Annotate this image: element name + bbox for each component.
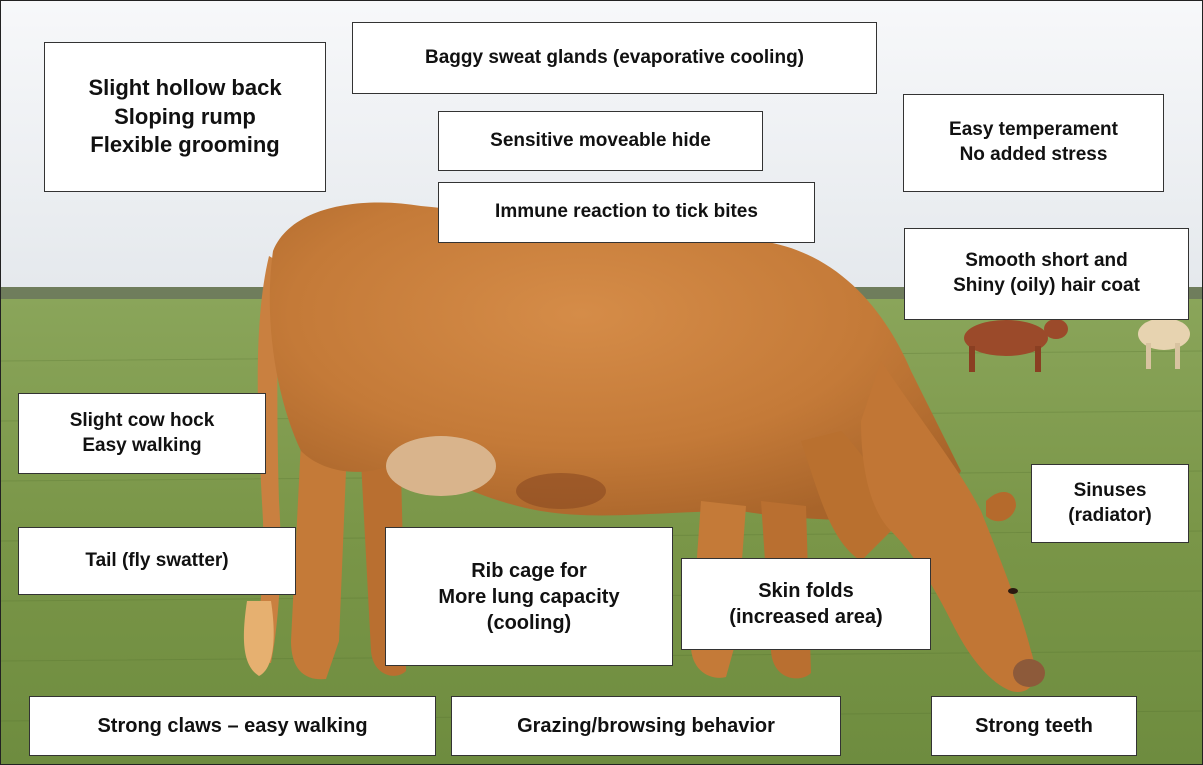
label-sweat-glands: Baggy sweat glands (evaporative cooling) <box>352 22 877 94</box>
label-line: (radiator) <box>1068 504 1151 529</box>
label-line: Sinuses <box>1074 479 1147 504</box>
label-line: Strong claws – easy walking <box>97 713 367 739</box>
label-line: Smooth short and <box>965 249 1128 274</box>
label-line: Shiny (oily) hair coat <box>953 274 1140 299</box>
label-line: Rib cage for <box>471 558 587 584</box>
label-hair-coat: Smooth short and Shiny (oily) hair coat <box>904 228 1189 320</box>
label-line: Slight hollow back <box>88 74 281 103</box>
label-line: Strong teeth <box>975 713 1093 739</box>
label-line: Baggy sweat glands (evaporative cooling) <box>425 46 804 71</box>
label-line: Grazing/browsing behavior <box>517 713 775 739</box>
label-temperament: Easy temperament No added stress <box>903 94 1164 192</box>
label-line: No added stress <box>960 143 1108 168</box>
label-sensitive-hide: Sensitive moveable hide <box>438 111 763 171</box>
label-line: Tail (fly swatter) <box>85 549 228 574</box>
label-line: (cooling) <box>487 610 571 636</box>
label-line: Easy walking <box>82 434 201 459</box>
label-line: Sensitive moveable hide <box>490 129 711 154</box>
label-tail: Tail (fly swatter) <box>18 527 296 595</box>
label-line: Flexible grooming <box>90 131 279 160</box>
label-rib-cage: Rib cage for More lung capacity (cooling… <box>385 527 673 666</box>
label-line: (increased area) <box>729 604 882 630</box>
label-line: Skin folds <box>758 578 854 604</box>
label-line: Easy temperament <box>949 118 1118 143</box>
label-strong-claws: Strong claws – easy walking <box>29 696 436 756</box>
label-skin-folds: Skin folds (increased area) <box>681 558 931 650</box>
label-cow-hock: Slight cow hock Easy walking <box>18 393 266 474</box>
label-line: Immune reaction to tick bites <box>495 200 758 225</box>
label-tick-immunity: Immune reaction to tick bites <box>438 182 815 243</box>
label-hollow-back: Slight hollow back Sloping rump Flexible… <box>44 42 326 192</box>
label-grazing: Grazing/browsing behavior <box>451 696 841 756</box>
label-strong-teeth: Strong teeth <box>931 696 1137 756</box>
label-line: More lung capacity <box>438 584 619 610</box>
label-sinuses: Sinuses (radiator) <box>1031 464 1189 543</box>
label-line: Sloping rump <box>114 103 256 132</box>
label-line: Slight cow hock <box>70 409 215 434</box>
